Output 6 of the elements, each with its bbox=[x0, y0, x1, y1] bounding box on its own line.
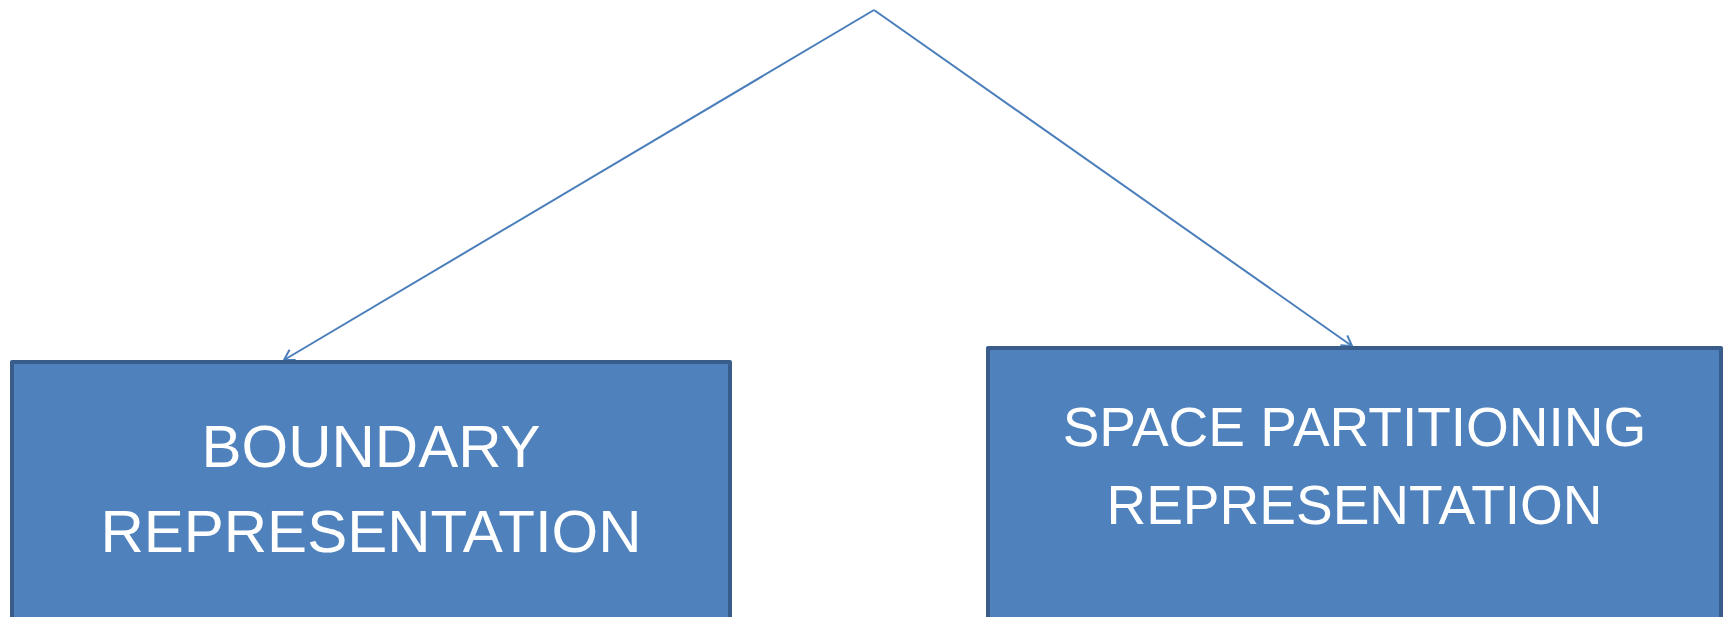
arrow bbox=[283, 9, 875, 362]
box-label: SPACE PARTITIONING REPRESENTATION bbox=[1061, 395, 1648, 539]
process-box bbox=[10, 360, 732, 617]
box-label: BOUNDARY REPRESENTATION bbox=[99, 412, 643, 568]
process-box bbox=[986, 346, 1723, 617]
arrow bbox=[873, 9, 1353, 347]
